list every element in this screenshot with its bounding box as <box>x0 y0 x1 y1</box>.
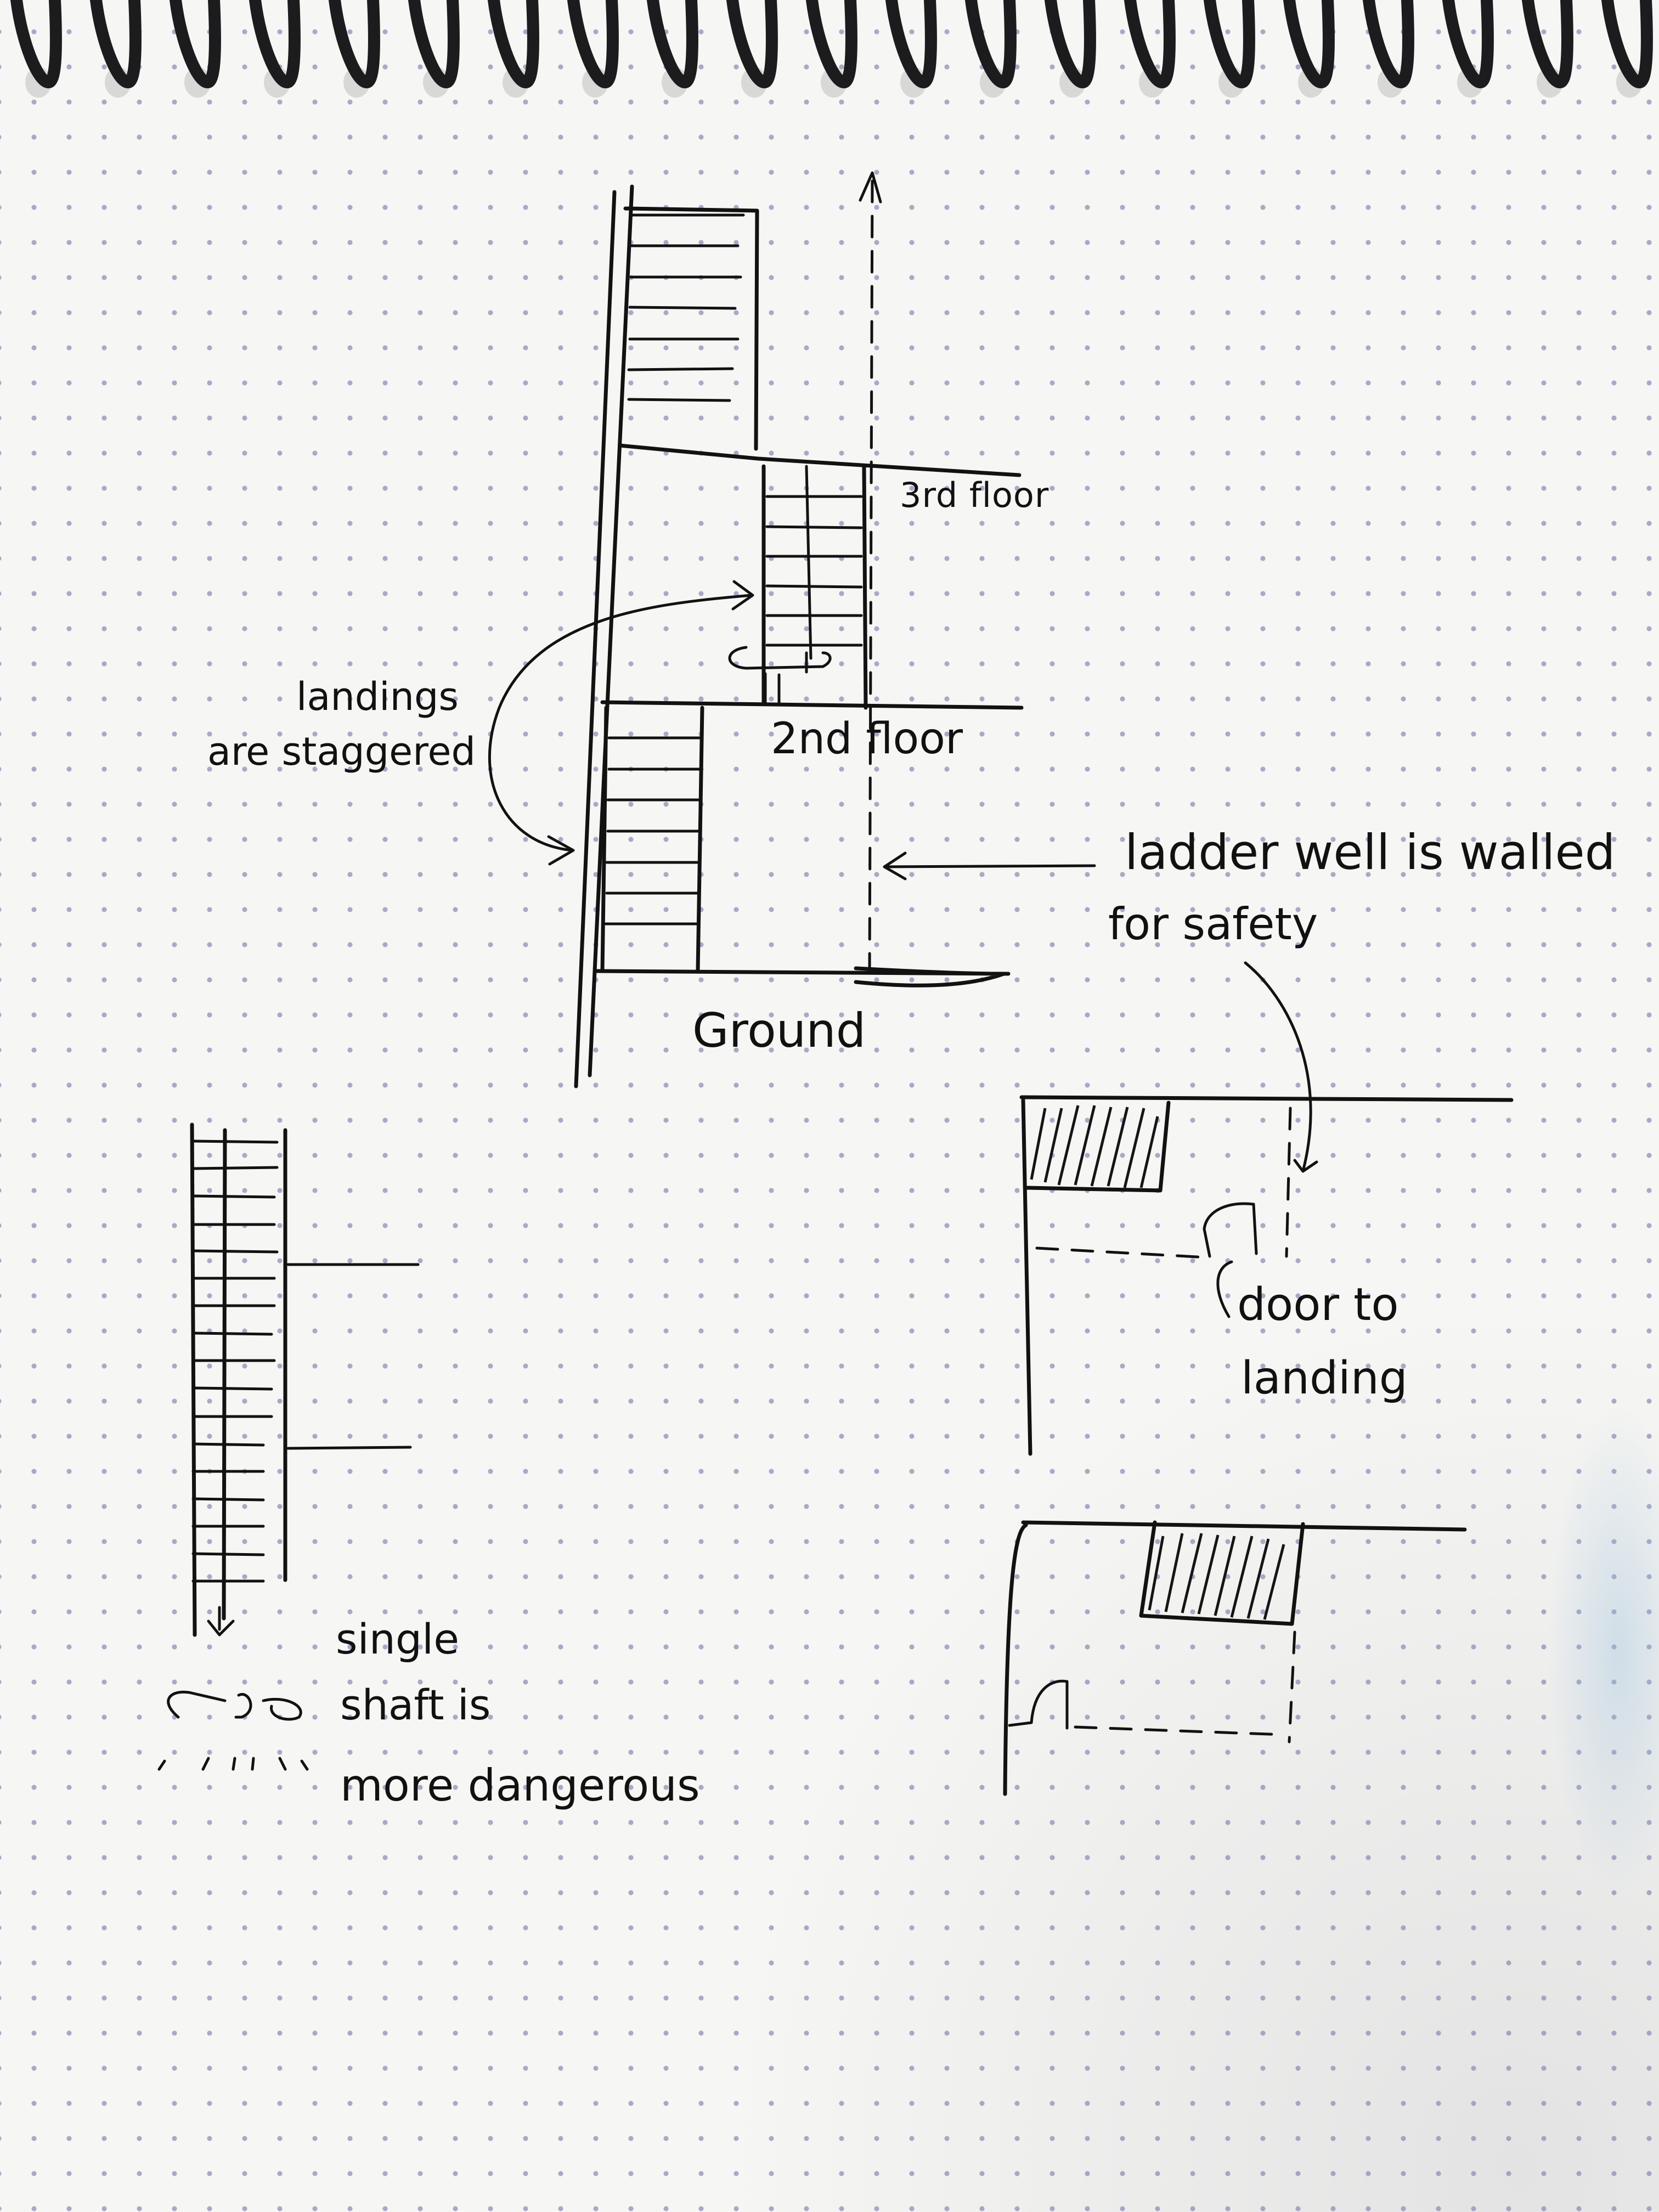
label-third-floor: 3rd floor <box>900 475 1049 515</box>
middle-ladder-rail <box>805 465 812 660</box>
spiral-coil <box>90 0 142 89</box>
shaft-landing-lower <box>286 1446 412 1450</box>
plan-ladder-box <box>1024 1101 1171 1193</box>
shaft-bottom-arrow <box>207 1606 235 1637</box>
spiral-coil <box>1601 0 1653 89</box>
shaft-rail-mid <box>222 1128 227 1621</box>
label-single-shaft-line2: shaft is <box>340 1680 491 1729</box>
plan-door-bracket <box>1216 1260 1233 1318</box>
plan2-wall-top <box>1021 1520 1467 1532</box>
label-ground: Ground <box>692 1003 866 1058</box>
ladder-well-wall-dashed <box>868 179 874 974</box>
label-ladder-well-walled-line1: ladder well is walled <box>1125 824 1616 881</box>
ink-stain <box>1547 1404 1659 1898</box>
spiral-coil <box>1363 0 1414 89</box>
spiral-coil <box>1442 0 1494 89</box>
shaft-rail-left <box>190 1122 197 1637</box>
plan-landing-edge-dashed <box>1035 1246 1209 1259</box>
outer-wall-right <box>588 184 634 1077</box>
safety-callout-arrow <box>1244 961 1318 1173</box>
spiral-coil <box>726 0 778 89</box>
plan-door-swing <box>1203 1202 1258 1258</box>
spiral-coil <box>1204 0 1255 89</box>
plan2-landing-edge-dashed <box>1074 1725 1285 1736</box>
plan2-door-swing <box>1008 1679 1069 1730</box>
spiral-coil <box>1283 0 1335 89</box>
spiral-coil <box>408 0 460 89</box>
label-single-shaft-line3: more dangerous <box>340 1760 700 1811</box>
hatch-opening <box>728 646 832 705</box>
upper-ladder-rungs <box>627 213 745 402</box>
spiral-coil <box>10 0 62 89</box>
label-door-to-landing-line1: door to <box>1237 1279 1399 1331</box>
label-landings-staggered-line2: are staggered <box>207 729 476 774</box>
staggered-callout-arrow <box>488 580 754 866</box>
spiral-coil <box>1045 0 1096 89</box>
spiral-coil <box>965 0 1017 89</box>
spiral-coil <box>1124 0 1176 89</box>
page-shadow <box>713 1289 1659 2212</box>
plan-wall-top <box>1019 1095 1514 1102</box>
shaft-rungs <box>191 1139 279 1583</box>
plan2-wall-left <box>1003 1523 1028 1796</box>
lower-ladder-frame <box>600 706 704 973</box>
ground-slab <box>593 966 1011 988</box>
single-shaft-ladder <box>157 1122 420 1771</box>
plan-view-upper <box>1019 961 1514 1456</box>
plan-hatching <box>1030 1105 1159 1188</box>
plan2-wall-dashed <box>1288 1630 1296 1743</box>
second-floor-slab <box>600 700 1024 710</box>
third-floor-slab <box>618 443 1022 477</box>
label-single-shaft-line1: single <box>336 1615 459 1663</box>
spiral-binding <box>10 0 1653 98</box>
label-landings-staggered-line1: landings <box>296 674 459 719</box>
upper-ladder-frame <box>623 206 759 451</box>
label-second-floor: 2nd floor <box>771 714 963 764</box>
spiral-coil <box>249 0 301 89</box>
falling-person-doodle <box>157 1690 309 1771</box>
spiral-coil <box>567 0 619 89</box>
spiral-coil <box>885 0 937 89</box>
plan2-hatching <box>1148 1533 1285 1620</box>
spiral-coil <box>170 0 221 89</box>
outer-wall-left <box>574 190 617 1088</box>
spiral-coil <box>806 0 857 89</box>
middle-ladder-frame <box>761 464 868 710</box>
label-door-to-landing-line2: landing <box>1241 1352 1408 1404</box>
plan-wall-dashed <box>1285 1107 1292 1258</box>
spiral-coil <box>329 0 380 89</box>
lower-ladder-rungs <box>604 736 701 926</box>
plan-wall-left <box>1021 1098 1032 1456</box>
spiral-coil <box>1522 0 1573 89</box>
label-ladder-well-walled-line2: for safety <box>1108 899 1318 950</box>
main-elevation <box>488 171 1096 1088</box>
spiral-coil <box>488 0 539 89</box>
plan-view-lower <box>1003 1520 1467 1796</box>
wall-up-arrow <box>859 171 882 204</box>
middle-ladder-rungs <box>765 495 863 647</box>
spiral-coil <box>647 0 698 89</box>
plan2-ladder-box <box>1139 1520 1305 1626</box>
ladder-well-callout-arrow <box>883 851 1096 881</box>
